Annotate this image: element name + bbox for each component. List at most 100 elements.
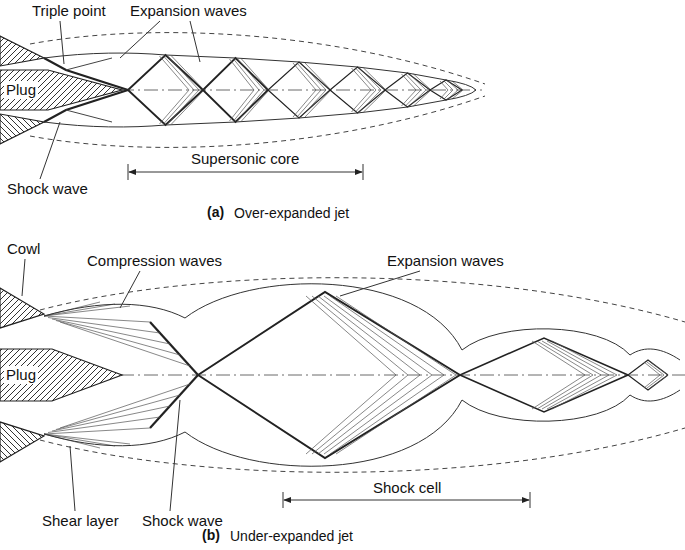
shear-layer xyxy=(40,428,685,472)
region-label: Supersonic core xyxy=(189,150,301,168)
expansion-fan xyxy=(306,296,396,375)
expansion-fan xyxy=(238,90,265,121)
shock-diamond xyxy=(128,90,203,125)
expansion-fan xyxy=(360,90,382,112)
expansion-fan xyxy=(336,296,456,375)
shock-diamond xyxy=(203,90,268,122)
expansion-fan xyxy=(547,341,609,375)
plug-label: Plug xyxy=(4,81,38,99)
expansion-fan xyxy=(364,90,387,112)
shock-diamond xyxy=(198,292,460,375)
expansion-fan xyxy=(352,68,372,90)
expansion-fan xyxy=(324,296,432,375)
expansion-fan xyxy=(650,375,668,388)
expansion-fan xyxy=(242,59,270,90)
plug-body: Plug xyxy=(0,345,125,405)
part-label: Shock wave xyxy=(5,180,90,198)
part-label: Expansion waves xyxy=(385,252,506,270)
expansion-fan xyxy=(356,90,377,112)
expansion-fan xyxy=(647,375,664,388)
expansion-fan xyxy=(364,68,387,90)
shock-diamond xyxy=(330,67,385,90)
part-label: Compression waves xyxy=(85,252,224,270)
expansion-fan xyxy=(318,296,420,375)
expansion-fan xyxy=(172,56,205,90)
shock-diamond xyxy=(268,62,330,90)
caption-letter: (b) xyxy=(200,526,222,544)
expansion-fan xyxy=(172,90,205,124)
expansion-fan xyxy=(360,68,382,90)
shock-diamond xyxy=(203,58,268,90)
part-label: Expansion waves xyxy=(128,2,249,20)
shear-layer xyxy=(30,96,485,147)
expansion-fan xyxy=(644,362,660,375)
shock-diamond xyxy=(198,375,460,458)
caption-letter: (a) xyxy=(205,203,226,221)
expansion-fan xyxy=(312,375,408,454)
shock-diamond xyxy=(128,55,203,90)
expansion-fan xyxy=(552,341,617,375)
expansion-fan xyxy=(164,90,195,124)
centerline xyxy=(120,90,482,91)
expansion-fan xyxy=(547,375,609,409)
expansion-fan xyxy=(305,90,331,117)
expansion-fan xyxy=(650,362,668,375)
plug-shape xyxy=(0,349,122,401)
plug-body: Plug xyxy=(0,66,125,114)
part-label: Cowl xyxy=(5,240,42,258)
expansion-fan xyxy=(532,375,585,409)
shock-diamond xyxy=(628,360,668,375)
expansion-fan xyxy=(552,375,617,409)
compression-wave xyxy=(56,395,180,430)
expansion-fan xyxy=(644,375,660,388)
cowl-lip xyxy=(0,36,44,66)
expansion-fan xyxy=(160,56,190,90)
shock-diamond xyxy=(330,90,385,113)
region-label: Shock cell xyxy=(371,479,443,497)
expansion-fan xyxy=(440,90,448,99)
reflected-shock xyxy=(66,110,112,122)
compression-wave xyxy=(48,318,160,334)
expansion-fan xyxy=(330,296,444,375)
shock-diamond xyxy=(460,338,628,375)
expansion-fan xyxy=(440,81,448,90)
shock-diamond xyxy=(628,375,668,390)
cowl-lip xyxy=(0,422,44,462)
expansion-fan xyxy=(44,304,115,316)
expansion-fan xyxy=(406,90,422,106)
expansion-fan xyxy=(44,306,130,316)
shock-diamond xyxy=(460,375,628,412)
expansion-fan xyxy=(406,74,422,90)
expansion-fan xyxy=(301,63,326,90)
jet-boundary xyxy=(44,53,476,90)
expansion-fan xyxy=(168,56,200,90)
compression-wave xyxy=(52,406,170,431)
expansion-fan xyxy=(542,341,601,375)
jet-boundary xyxy=(44,90,476,127)
jet-boundary xyxy=(44,390,680,466)
shock-diamond xyxy=(430,80,462,90)
expansion-fan xyxy=(301,90,326,117)
expansion-fan xyxy=(532,341,585,375)
cowl-lip xyxy=(0,114,44,144)
part-label: Triple point xyxy=(30,2,108,20)
expansion-fan xyxy=(164,56,195,90)
expansion-fan xyxy=(160,90,190,124)
expansion-fan xyxy=(352,90,372,112)
expansion-fan xyxy=(306,375,396,454)
expansion-fan xyxy=(542,375,601,409)
expansion-fan xyxy=(168,90,200,124)
expansion-fan xyxy=(312,296,408,375)
expansion-fan xyxy=(318,375,420,454)
caption-text: Under-expanded jet xyxy=(228,527,355,545)
shock-diamond xyxy=(430,90,462,100)
expansion-fan xyxy=(647,362,664,375)
compression-wave xyxy=(56,321,180,356)
expansion-fan xyxy=(324,375,432,454)
caption-text: Over-expanded jet xyxy=(232,204,351,222)
expansion-fan xyxy=(238,59,265,90)
shear-layer xyxy=(40,278,685,322)
expansion-fan xyxy=(44,434,130,444)
jet-boundary xyxy=(44,284,680,360)
